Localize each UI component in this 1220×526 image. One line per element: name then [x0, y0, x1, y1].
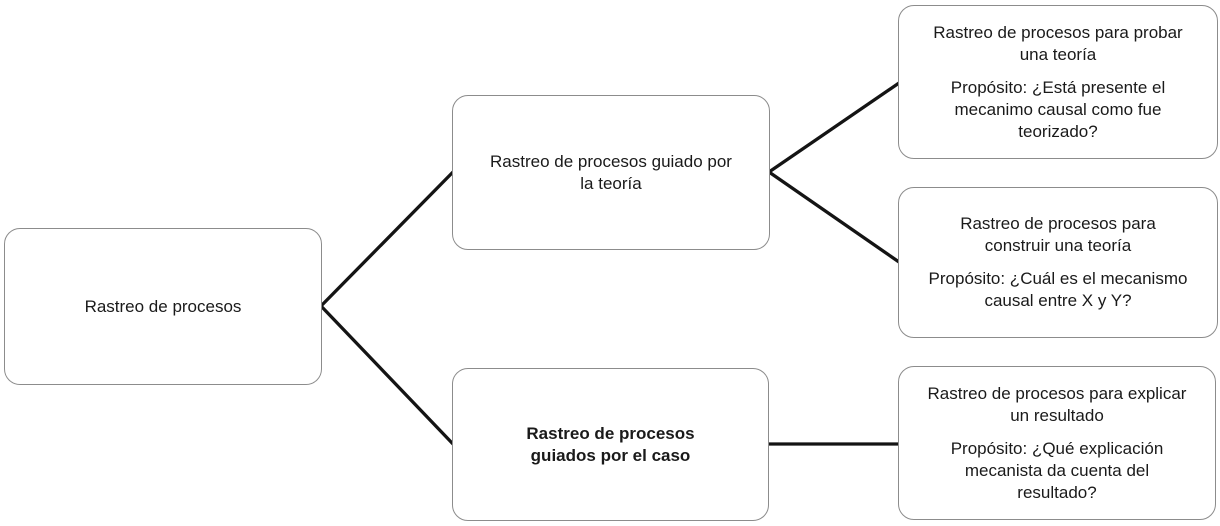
node-root-process-tracing: Rastreo de procesos	[4, 228, 322, 385]
edge-root-to-case	[319, 304, 455, 446]
node-leaf-theory-building: Rastreo de procesos para construir una t…	[898, 187, 1218, 338]
node-purpose: Propósito: ¿Qué explicación mecanista da…	[950, 438, 1164, 502]
node-title: Rastreo de procesos para construir una t…	[960, 214, 1156, 255]
node-label: Rastreo de procesos guiados por el caso	[526, 423, 695, 465]
node-label: Rastreo de procesos	[84, 296, 242, 316]
node-purpose: Propósito: ¿Está presente el mecanimo ca…	[950, 77, 1166, 141]
edge-theory-to-build	[767, 170, 901, 264]
node-purpose: Propósito: ¿Cuál es el mecanismo causal …	[928, 269, 1188, 310]
node-title: Rastreo de procesos para explicar un res…	[927, 383, 1187, 425]
node-branch-theory-guided: Rastreo de procesos guiado por la teoría	[452, 95, 770, 250]
node-leaf-outcome-explaining: Rastreo de procesos para explicar un res…	[898, 366, 1216, 520]
node-leaf-theory-testing: Rastreo de procesos para probar una teor…	[898, 5, 1218, 159]
node-branch-case-guided: Rastreo de procesos guiados por el caso	[452, 368, 769, 521]
node-title: Rastreo de procesos para probar una teor…	[933, 22, 1183, 64]
edge-theory-to-test	[767, 81, 901, 174]
edge-root-to-theory	[319, 170, 455, 308]
node-label: Rastreo de procesos guiado por la teoría	[490, 151, 732, 193]
